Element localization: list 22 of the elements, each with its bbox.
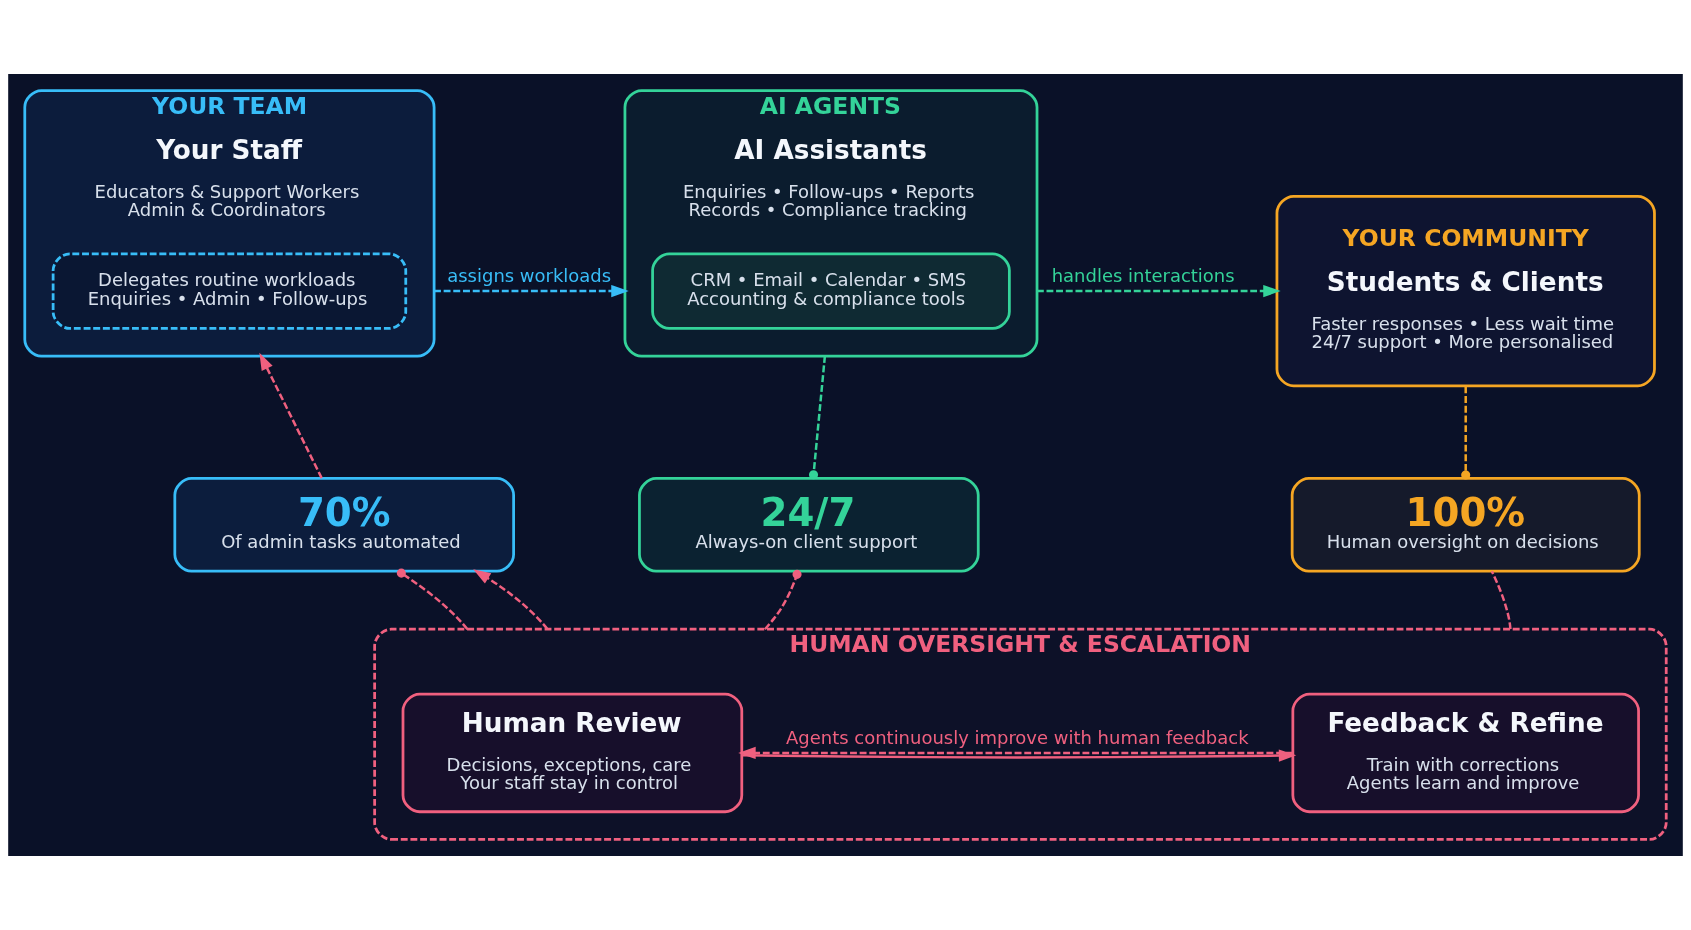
node-box: Feedback & Refine Train with corrections Agents learn and improve: [1291, 692, 1640, 814]
arrow: [434, 285, 629, 298]
arrow: [1037, 285, 1281, 298]
node-box: CRM • Email • Calendar • SMS Accounting & compliance tools: [651, 252, 1011, 330]
edge-label: Agents continuously improve with human feedback: [786, 726, 1249, 748]
node-box: Delegates routine workloads Enquiries • Admin • Follow-ups: [51, 252, 408, 330]
connector: [808, 356, 827, 480]
arrow: [742, 749, 1297, 762]
connector: [1461, 386, 1471, 480]
arrow: [738, 746, 1293, 760]
node-box: 100% Human oversight on decisions: [1290, 477, 1641, 573]
node-box: Human Review Decisions, exceptions, care Your staff stay in control: [401, 692, 744, 814]
node-box: YOUR COMMUNITY Students & Clients Faster responses • Less wait time 24/7 support • More personalised: [1275, 195, 1656, 388]
connector: [764, 569, 802, 631]
node-box: 24/7 Always-on client support: [638, 477, 980, 573]
node-box: 70% Of admin tasks automated: [173, 477, 515, 573]
connector: [396, 568, 469, 630]
connector: [1490, 570, 1512, 630]
edge-label: assigns workloads: [447, 264, 612, 286]
arrow: [259, 352, 323, 479]
edge-label: handles interactions: [1051, 264, 1235, 286]
arrow: [473, 569, 549, 630]
